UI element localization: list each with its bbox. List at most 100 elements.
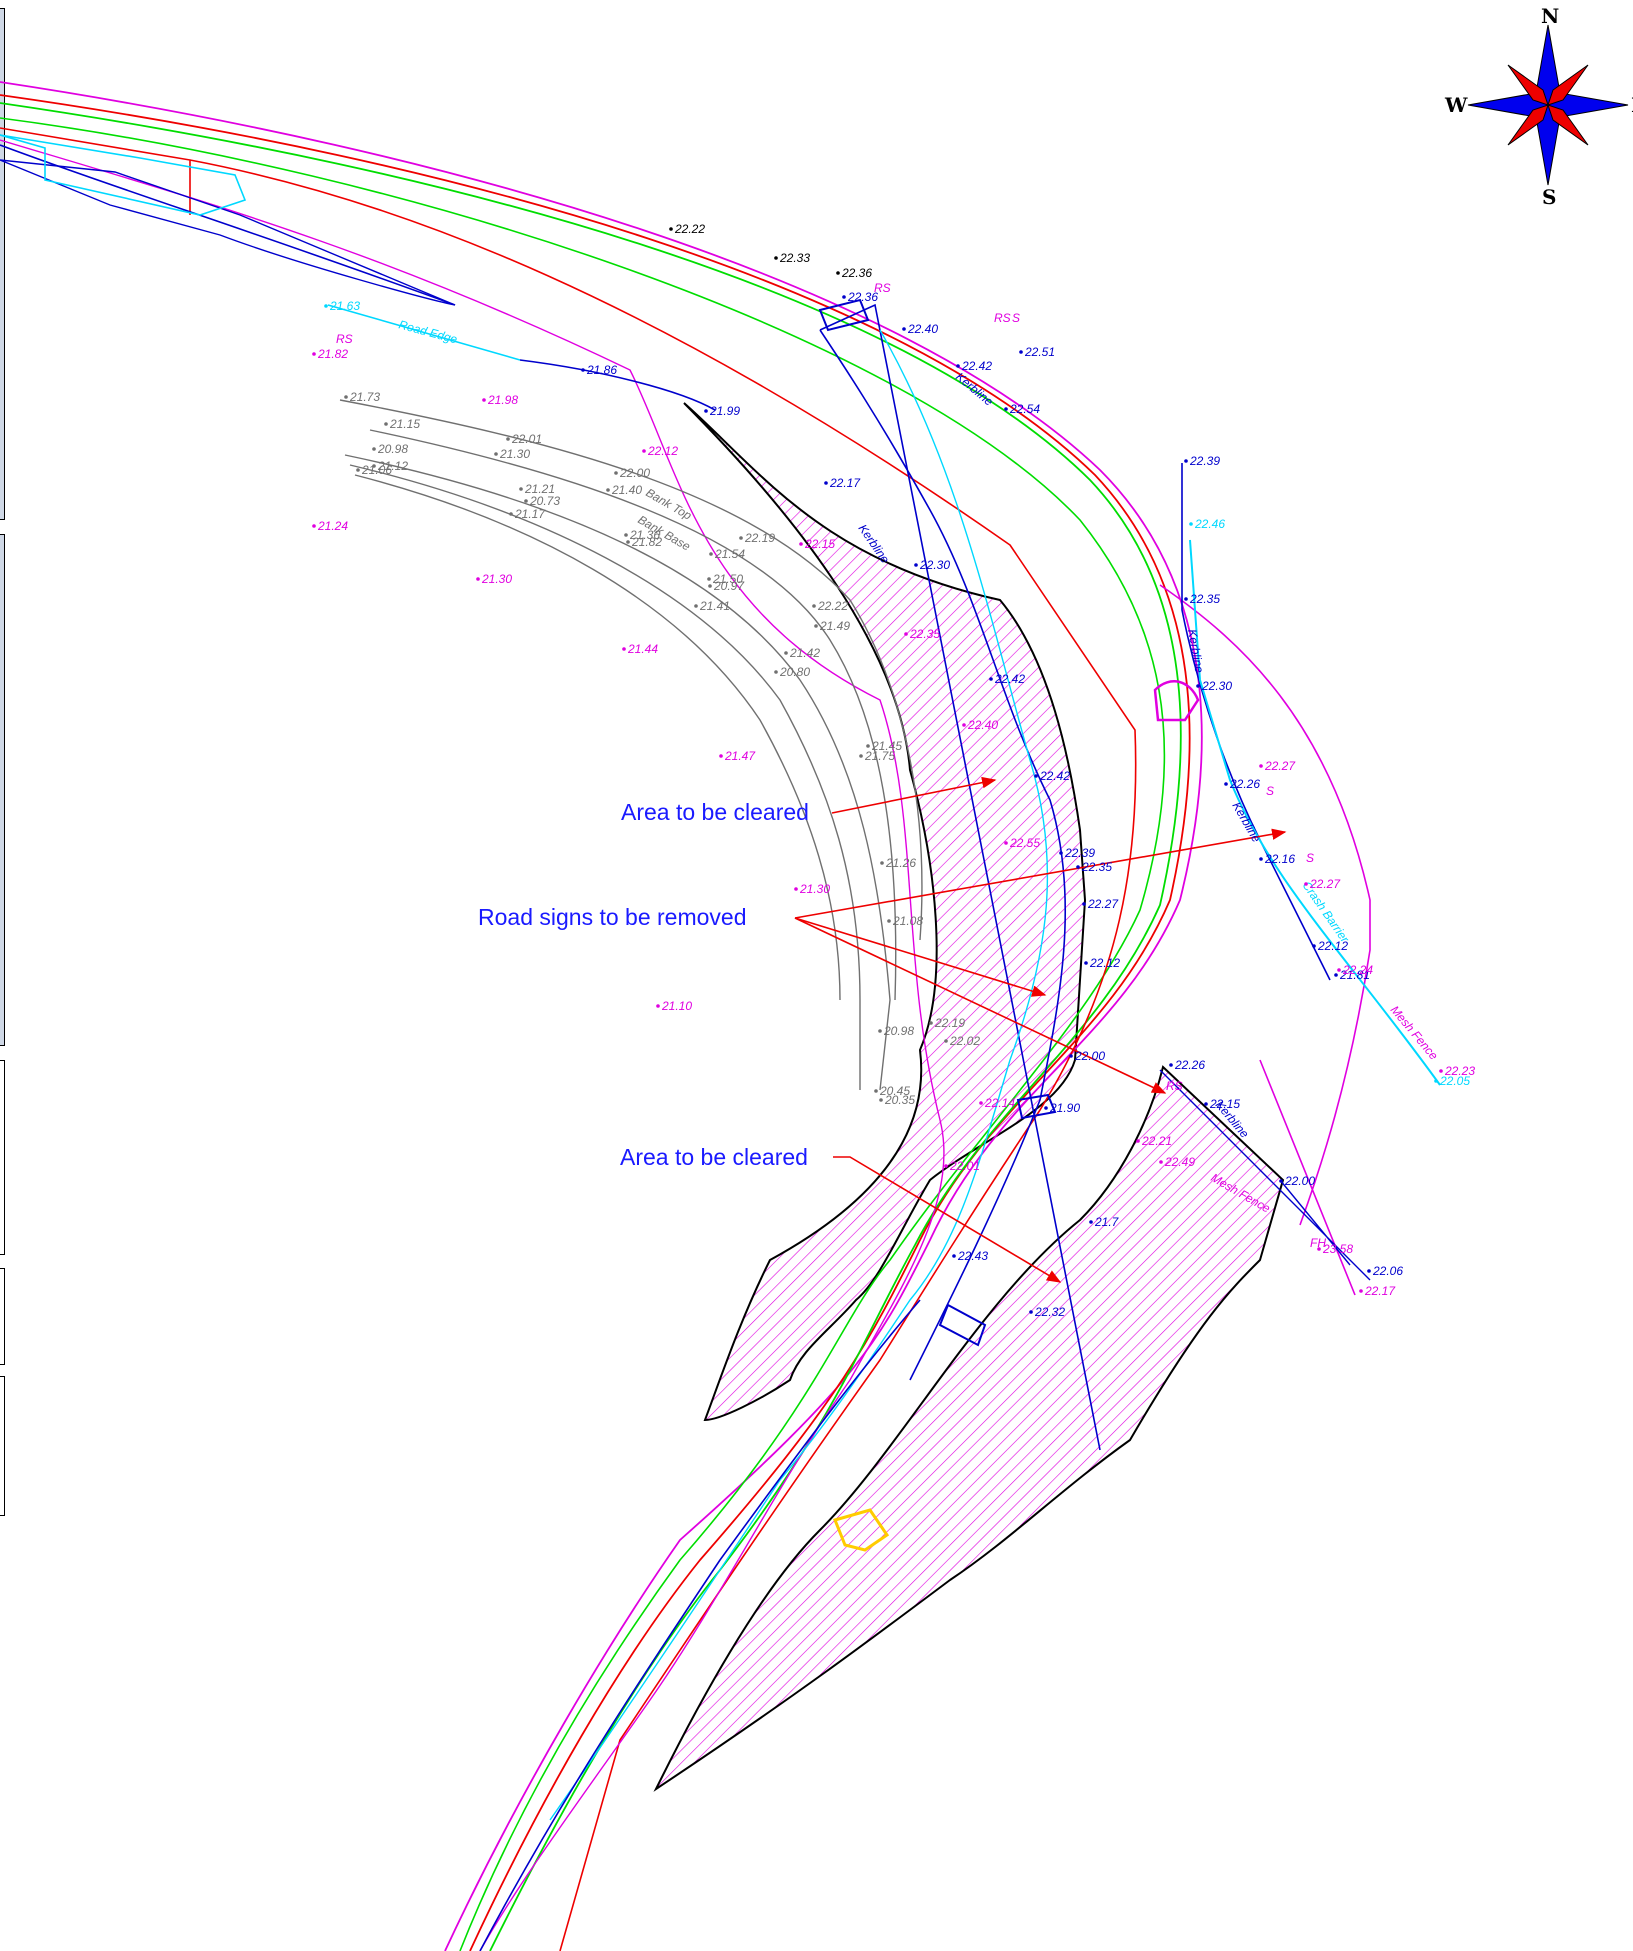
level-point-blue [704,409,708,413]
level-point-blue [956,364,960,368]
level-blue: 22.39 [1189,454,1220,468]
level-magenta: 21.44 [627,642,658,656]
level-gray: 20.45 [879,1084,910,1098]
level-magenta: 22.55 [1009,836,1040,850]
level-gray: 21.82 [631,535,662,549]
level-point-magenta [476,577,480,581]
bollard-box-north [818,298,870,332]
level-magenta: 21.47 [724,749,756,763]
level-gray: 22.19 [934,1016,965,1030]
label-rs-4: RS [1166,1079,1183,1093]
yellow-symbol [832,1508,890,1552]
level-point-magenta [656,1004,660,1008]
level-point-gray [709,552,713,556]
level-magenta: 21.30 [481,572,512,586]
level-point-blue [1204,1102,1208,1106]
label-mesh-fence-1: Mesh Fence [1388,1003,1441,1063]
compass-rose: N S W E [1444,4,1633,209]
level-gray: 21.30 [499,447,530,461]
level-point-blue [1029,1310,1033,1314]
level-blue: 21.86 [586,363,617,377]
mesh-fence-line [1159,584,1371,1296]
level-blue: 22.00 [1074,1049,1105,1063]
level-point-magenta [1337,968,1341,972]
level-blue: 22.40 [907,322,938,336]
level-magenta: 21.10 [661,999,692,1013]
level-point-gray [784,651,788,655]
level-point-magenta [1304,882,1308,886]
road-lane-cyan [549,329,1049,1821]
level-cyan: 22.46 [1194,517,1225,531]
level-gray: 22.01 [511,432,542,446]
label-fh: FH [1310,1236,1326,1250]
level-point-blue [1089,1220,1093,1224]
level-point-blue [1034,774,1038,778]
level-point-gray [708,584,712,588]
level-point-magenta [1136,1139,1140,1143]
level-gray: 20.80 [779,665,810,679]
clear-area-lower [653,1065,1285,1792]
level-gray: 21.40 [611,483,642,497]
level-point-gray [859,754,863,758]
level-blue: 22.43 [957,1249,988,1263]
label-rs-3: RS [994,311,1011,325]
side-panel-1 [0,8,5,520]
level-magenta: 22.21 [1141,1134,1172,1148]
label-road-edge: Road Edge [397,317,459,346]
level-point-gray [774,670,778,674]
centreline-green [0,117,1166,1951]
level-gray: 21.73 [349,390,380,404]
crash-barrier-cyan [1189,539,1441,1086]
level-gray: 21.49 [819,619,850,633]
level-point-blue [1019,350,1023,354]
level-point-blue [1196,684,1200,688]
level-gray: 21.26 [885,856,916,870]
level-blue: 22.30 [919,558,950,572]
level-point-gray [494,452,498,456]
level-point-magenta [1439,1069,1443,1073]
kerbline-mid [519,303,1101,1451]
compass-south: S [1542,185,1556,209]
bollard-box-mid [1016,1093,1057,1120]
pit-symbol-magenta [1153,680,1200,722]
label-s-3: S [1306,851,1314,865]
level-gray: 20.97 [713,579,745,593]
level-blue: 22.27 [1087,897,1119,911]
level-magenta: 22.27 [1264,759,1296,773]
level-point-blue [1224,782,1228,786]
road-edge-green-outer [0,102,1182,1951]
level-magenta: 21.30 [799,882,830,896]
kerbline-south [479,1299,921,1951]
level-point-blue [842,295,846,299]
level-blue: 22.39 [1064,846,1095,860]
level-magenta: 22.27 [1309,877,1341,891]
level-blue: 22.26 [1174,1058,1205,1072]
level-point-gray [944,1039,948,1043]
level-point-magenta [719,754,723,758]
level-blue: 21.81 [1339,968,1370,982]
level-point-blue [1069,1054,1073,1058]
label-s-1: S [1012,311,1020,325]
level-blue: 21.90 [1049,1101,1080,1115]
kerbline-junction [1159,1069,1371,1281]
level-magenta: 22.17 [1364,1284,1396,1298]
level-point-blue [1334,973,1338,977]
level-point-gray [356,468,360,472]
level-blue: 22.12 [1317,939,1348,953]
level-point-gray [606,488,610,492]
level-point-magenta [1359,1289,1363,1293]
label-kerbline-3: Kerbline [1185,628,1206,674]
level-magenta: 22.40 [967,718,998,732]
side-panel-3 [0,1060,5,1255]
level-point-gray [739,536,743,540]
side-panel-4 [0,1268,5,1365]
compass-west: W [1444,93,1468,117]
level-point-black [669,227,673,231]
level-magenta: 23.58 [1322,1242,1353,1256]
bank-lines [339,399,923,1091]
level-gray: 22.00 [619,466,650,480]
level-point-blue [1084,961,1088,965]
